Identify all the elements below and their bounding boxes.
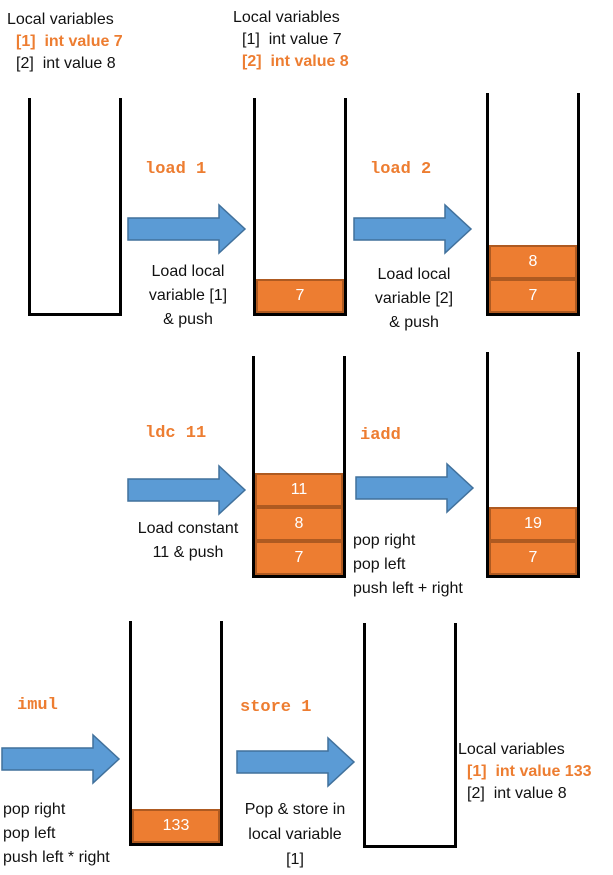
local-variable-1-value: int value 133 — [495, 763, 592, 780]
description-line: local variable — [248, 826, 342, 843]
description-line: [1] — [286, 851, 304, 868]
local-variables-title: Local variables — [7, 11, 114, 28]
local-variable-1: [1] int value 133 — [458, 761, 592, 783]
stack-cell: 7 — [256, 279, 344, 313]
local-variable-2-index: [2] — [16, 55, 34, 72]
local-variables-title: Local variables — [458, 741, 565, 758]
description-line: pop left — [3, 825, 56, 842]
right-arrow-icon — [355, 462, 475, 514]
local-variable-2-index: [2] — [242, 53, 262, 70]
description-line: Load local — [151, 263, 225, 280]
local-variable-1-value: int value 7 — [268, 31, 342, 48]
step-description-imul: pop right pop left push left * right — [3, 798, 110, 870]
right-arrow-icon — [236, 736, 356, 788]
step-description-load-1: Load local variable [1] & push — [126, 260, 250, 332]
step-description-store-1: Pop & store in local variable [1] — [230, 797, 360, 872]
description-line: 11 & push — [152, 544, 224, 561]
local-variable-2: [2] int value 8 — [7, 53, 123, 75]
step-description-load-2: Load local variable [2] & push — [352, 263, 476, 335]
operand-stack-5: 133 — [129, 621, 223, 846]
right-arrow-icon — [127, 464, 247, 516]
description-line: Pop & store in — [244, 801, 346, 818]
stack-cell: 7 — [255, 541, 343, 575]
local-variable-2-value: int value 8 — [42, 55, 116, 72]
operand-stack-1: 7 — [253, 98, 347, 316]
local-variable-1-value: int value 7 — [44, 33, 123, 50]
opcode-store-1: store 1 — [240, 698, 312, 717]
description-line: push left + right — [353, 580, 463, 597]
local-variable-1-index: [1] — [242, 31, 260, 48]
opcode-imul: imul — [17, 696, 58, 715]
stack-cell: 133 — [132, 809, 220, 843]
local-variables-initial: Local variables [1] int value 7 [2] int … — [7, 9, 123, 75]
operand-stack-0 — [28, 98, 122, 316]
opcode-ldc-11: ldc 11 — [145, 424, 207, 443]
stack-cell: 7 — [489, 279, 577, 313]
right-arrow-icon — [353, 203, 473, 255]
local-variable-1-index: [1] — [467, 763, 487, 780]
stack-cell: 19 — [489, 507, 577, 541]
opcode-iadd: iadd — [360, 426, 401, 445]
description-line: Load local — [377, 266, 451, 283]
description-line: pop right — [353, 532, 416, 549]
local-variable-2: [2] int value 8 — [233, 51, 349, 73]
description-line: & push — [389, 314, 439, 331]
step-description-ldc-11: Load constant 11 & push — [122, 517, 254, 565]
description-line: pop left — [353, 556, 406, 573]
local-variable-2: [2] int value 8 — [458, 783, 592, 805]
description-line: variable [2] — [374, 290, 454, 307]
operand-stack-6 — [363, 623, 457, 848]
stack-cell: 11 — [255, 473, 343, 507]
opcode-load-2: load 2 — [370, 160, 432, 179]
local-variables-after-load: Local variables [1] int value 7 [2] int … — [233, 7, 349, 73]
local-variable-2-value: int value 8 — [493, 785, 567, 802]
description-line: variable [1] — [148, 287, 228, 304]
local-variable-1: [1] int value 7 — [233, 29, 349, 51]
stack-cell: 8 — [489, 245, 577, 279]
opcode-load-1: load 1 — [145, 160, 207, 179]
stack-cell: 8 — [255, 507, 343, 541]
local-variable-1-index: [1] — [16, 33, 36, 50]
right-arrow-icon — [127, 203, 247, 255]
right-arrow-icon — [1, 733, 121, 785]
description-line: & push — [163, 311, 213, 328]
description-line: push left * right — [3, 849, 110, 866]
stack-cell: 7 — [489, 541, 577, 575]
local-variable-2-value: int value 8 — [270, 53, 349, 70]
local-variable-1: [1] int value 7 — [7, 31, 123, 53]
local-variables-title: Local variables — [233, 9, 340, 26]
description-line: Load constant — [137, 520, 239, 537]
description-line: pop right — [3, 801, 66, 818]
local-variables-final: Local variables [1] int value 133 [2] in… — [458, 739, 592, 805]
step-description-iadd: pop right pop left push left + right — [353, 529, 463, 601]
local-variable-2-index: [2] — [467, 785, 485, 802]
